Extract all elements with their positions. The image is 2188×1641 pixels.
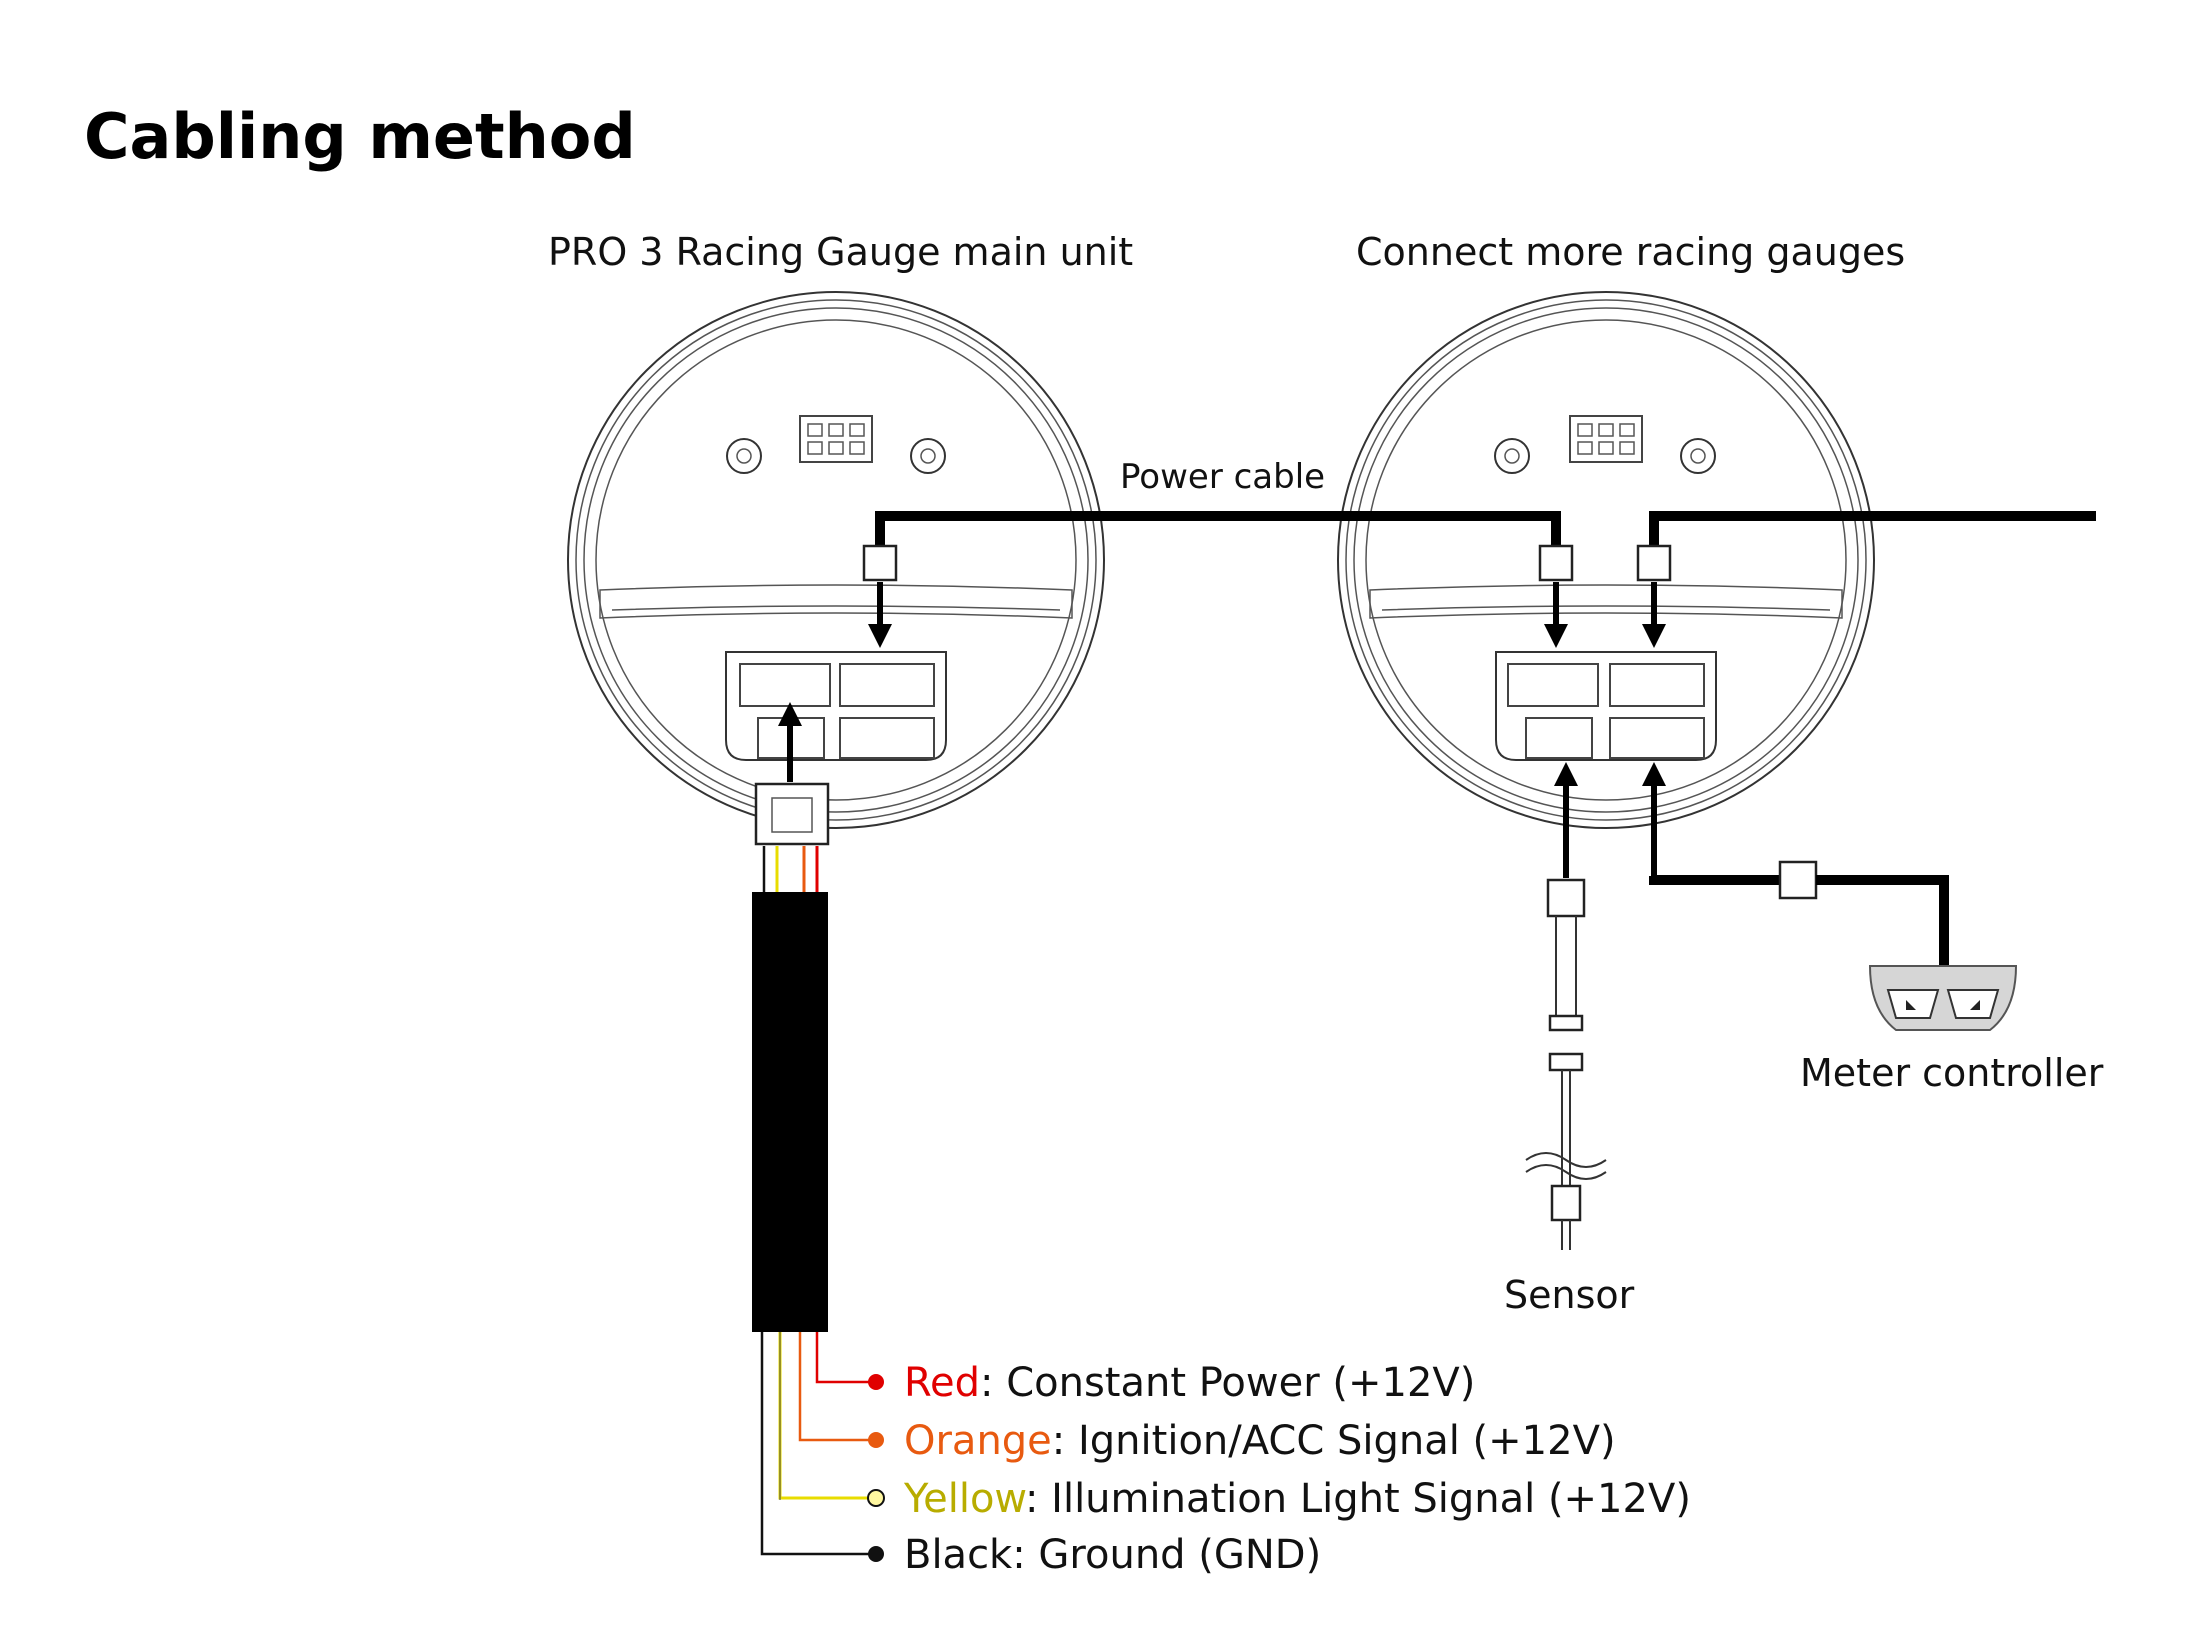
more-gauges-label: Connect more racing gauges	[1356, 230, 1905, 274]
harness-sleeve	[752, 892, 828, 1332]
main-unit-label: PRO 3 Racing Gauge main unit	[548, 230, 1133, 274]
power-cable	[862, 511, 2096, 648]
meter-controller-label: Meter controller	[1800, 1051, 2104, 1095]
main-gauge-unit	[567, 291, 1105, 846]
secondary-gauge-unit	[1337, 291, 1875, 829]
wire-desc-orange: : Ignition/ACC Signal (+12V)	[1052, 1418, 1616, 1464]
wire-color-black: Black	[904, 1532, 1013, 1578]
sensor-label: Sensor	[1504, 1273, 1635, 1317]
wire-desc-yellow: : Illumination Light Signal (+12V)	[1025, 1476, 1691, 1522]
wire-desc-black: : Ground (GND)	[1012, 1532, 1321, 1578]
sensor-assembly	[1525, 762, 1607, 1250]
wire-legend-black: Black: Ground (GND)	[904, 1532, 1321, 1578]
wire-legend-red: Red: Constant Power (+12V)	[904, 1360, 1475, 1406]
power-cable-label: Power cable	[1120, 457, 1325, 497]
wire-legend-orange: Orange: Ignition/ACC Signal (+12V)	[904, 1418, 1616, 1464]
page-title: Cabling method	[84, 100, 636, 173]
wire-color-yellow: Yellow	[903, 1476, 1026, 1522]
wire-color-orange: Orange	[904, 1418, 1052, 1464]
wire-legend-yellow: Yellow: Illumination Light Signal (+12V)	[903, 1476, 1691, 1522]
wire-color-red: Red	[904, 1360, 980, 1406]
wire-desc-red: : Constant Power (+12V)	[980, 1360, 1475, 1406]
wire-legend: Red: Constant Power (+12V) Orange: Ignit…	[903, 1360, 1691, 1578]
meter-controller-assembly	[1642, 762, 2018, 1031]
wiring-harness	[752, 846, 885, 1562]
